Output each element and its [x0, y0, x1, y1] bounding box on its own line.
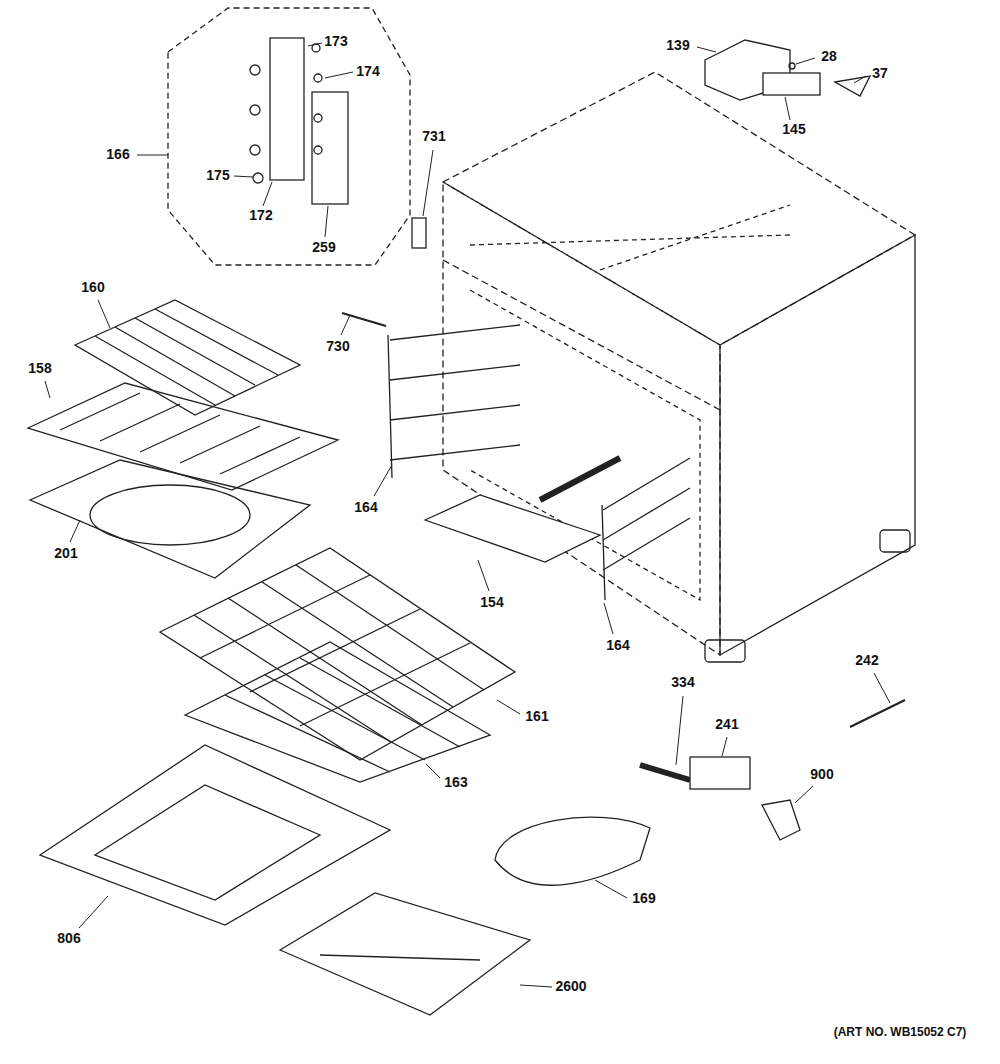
callout-number: 154	[479, 595, 504, 610]
broil-pan	[30, 460, 310, 578]
callout-number: 241	[714, 717, 739, 732]
callout-number: 173	[323, 34, 348, 49]
sensor	[850, 700, 905, 727]
rack-support	[388, 325, 520, 478]
callout-number: 174	[355, 64, 380, 79]
orifice	[640, 765, 690, 780]
cover	[312, 92, 348, 204]
range-cabinet	[443, 72, 915, 662]
oven-rack	[185, 642, 490, 782]
group-outline	[168, 8, 410, 265]
broil-burner	[425, 458, 620, 562]
callout-number: 164	[353, 500, 378, 515]
igniter	[690, 757, 750, 789]
clip	[835, 76, 870, 96]
callout-number: 139	[665, 38, 690, 53]
art-number: (ART NO. WB15052 C7)	[833, 1026, 968, 1039]
callout-number: 145	[781, 122, 806, 137]
oven-rack	[160, 548, 515, 760]
bake-burner	[495, 817, 650, 885]
bake-cover	[280, 893, 530, 1015]
callout-number: 201	[53, 546, 78, 561]
sensor	[342, 313, 386, 326]
rack-support	[602, 458, 690, 600]
screw	[789, 63, 795, 69]
igniter	[763, 73, 820, 95]
bracket	[270, 38, 304, 180]
callout-number: 242	[854, 653, 879, 668]
leader-lines	[45, 43, 890, 987]
broil-pan-insert	[28, 383, 338, 490]
callout-number: 2600	[554, 979, 587, 994]
callout-number: 160	[80, 280, 105, 295]
callout-number: 166	[105, 147, 130, 162]
callout-number: 169	[631, 891, 656, 906]
callout-number: 334	[670, 675, 695, 690]
broil-rack	[75, 300, 300, 415]
callout-number: 259	[311, 240, 336, 255]
oven-bottom	[40, 745, 390, 925]
callout-number: 730	[325, 339, 350, 354]
elbow	[762, 800, 800, 840]
callout-number: 175	[205, 168, 230, 183]
callout-number: 163	[443, 775, 468, 790]
callout-number: 731	[421, 129, 446, 144]
callout-number: 806	[56, 931, 81, 946]
callout-number: 900	[809, 767, 834, 782]
callout-number: 161	[524, 709, 549, 724]
callout-number: 158	[27, 361, 52, 376]
bracket-731	[412, 218, 426, 248]
fasteners	[250, 44, 322, 183]
callout-number: 37	[871, 66, 889, 81]
callout-number: 28	[820, 49, 838, 64]
callout-number: 172	[248, 208, 273, 223]
callout-number: 164	[605, 638, 630, 653]
